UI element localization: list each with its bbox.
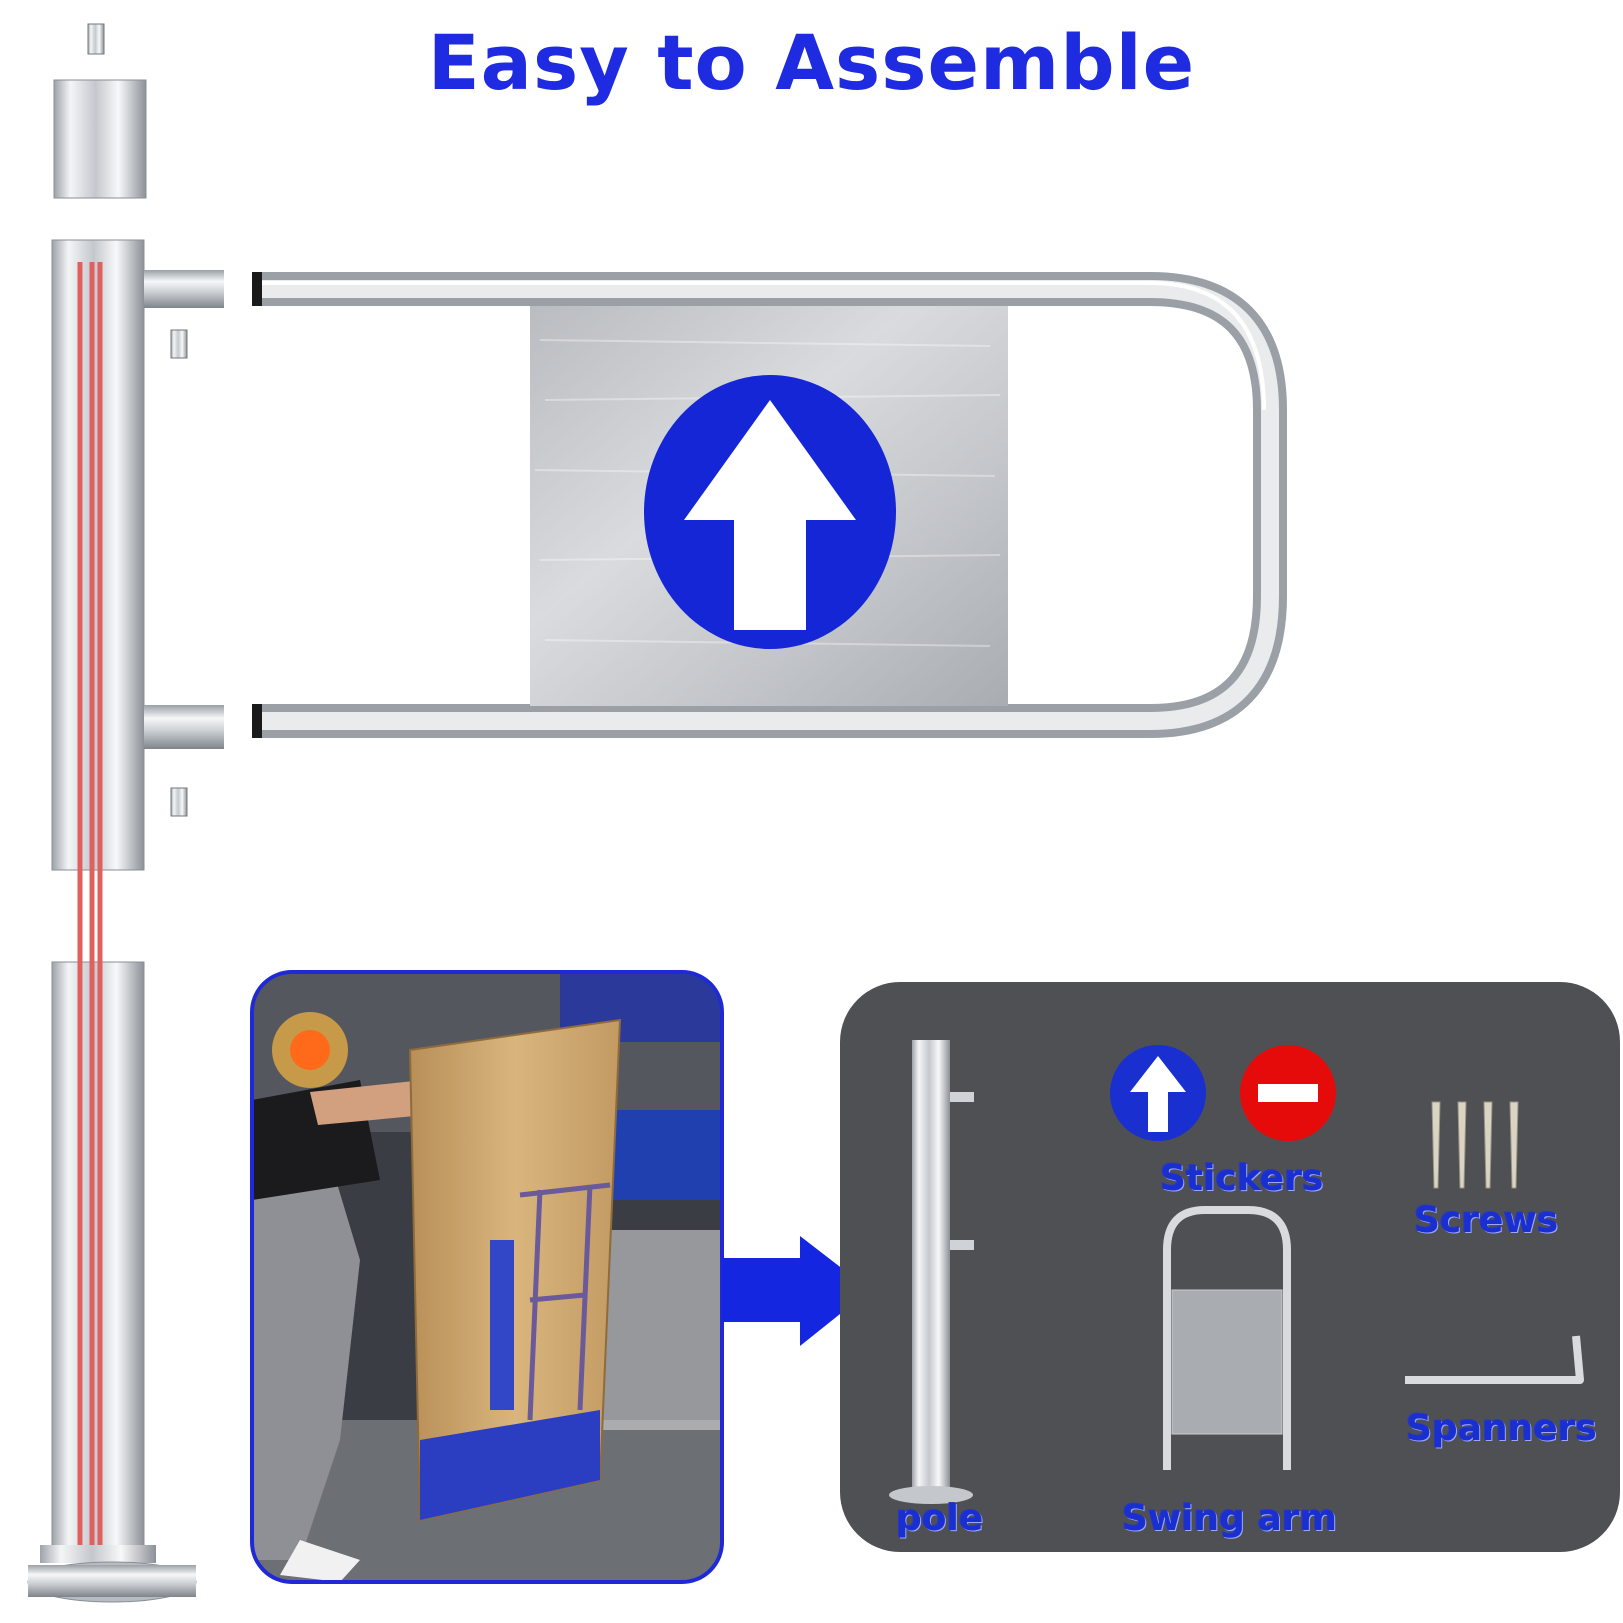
lower-hinge-stub [144, 705, 224, 749]
parts-panel [840, 982, 1620, 1552]
spanners-label: Spanners [1406, 1408, 1597, 1449]
swing-arm-label: Swing arm [1122, 1498, 1338, 1539]
up-arrow-sticker-icon [1110, 1045, 1206, 1141]
top-screw [87, 23, 105, 55]
hinge-screw [170, 329, 188, 359]
hinge-screw [170, 787, 188, 817]
no-entry-sticker-icon [1240, 1045, 1336, 1141]
right-arrow-icon [722, 1236, 870, 1346]
pole-part [889, 1040, 974, 1504]
screws-part [1431, 1101, 1519, 1189]
up-arrow-icon [644, 375, 896, 649]
screws-label: Screws [1414, 1200, 1559, 1241]
swing-arm-part [1163, 1206, 1291, 1470]
pole-base-flange [28, 1565, 196, 1597]
top-cap [53, 79, 147, 199]
pole-base-collar [40, 1545, 156, 1563]
packing-photo [250, 970, 724, 1584]
page-title: Easy to Assemble [427, 18, 1196, 107]
stickers-label: Stickers [1160, 1158, 1324, 1199]
cable [77, 262, 103, 1545]
swing-arm [252, 272, 1287, 738]
pole-label: pole [896, 1498, 984, 1539]
spanner-part [1405, 1335, 1584, 1384]
exploded-pole [27, 23, 224, 1603]
upper-hinge-stub [144, 270, 224, 308]
